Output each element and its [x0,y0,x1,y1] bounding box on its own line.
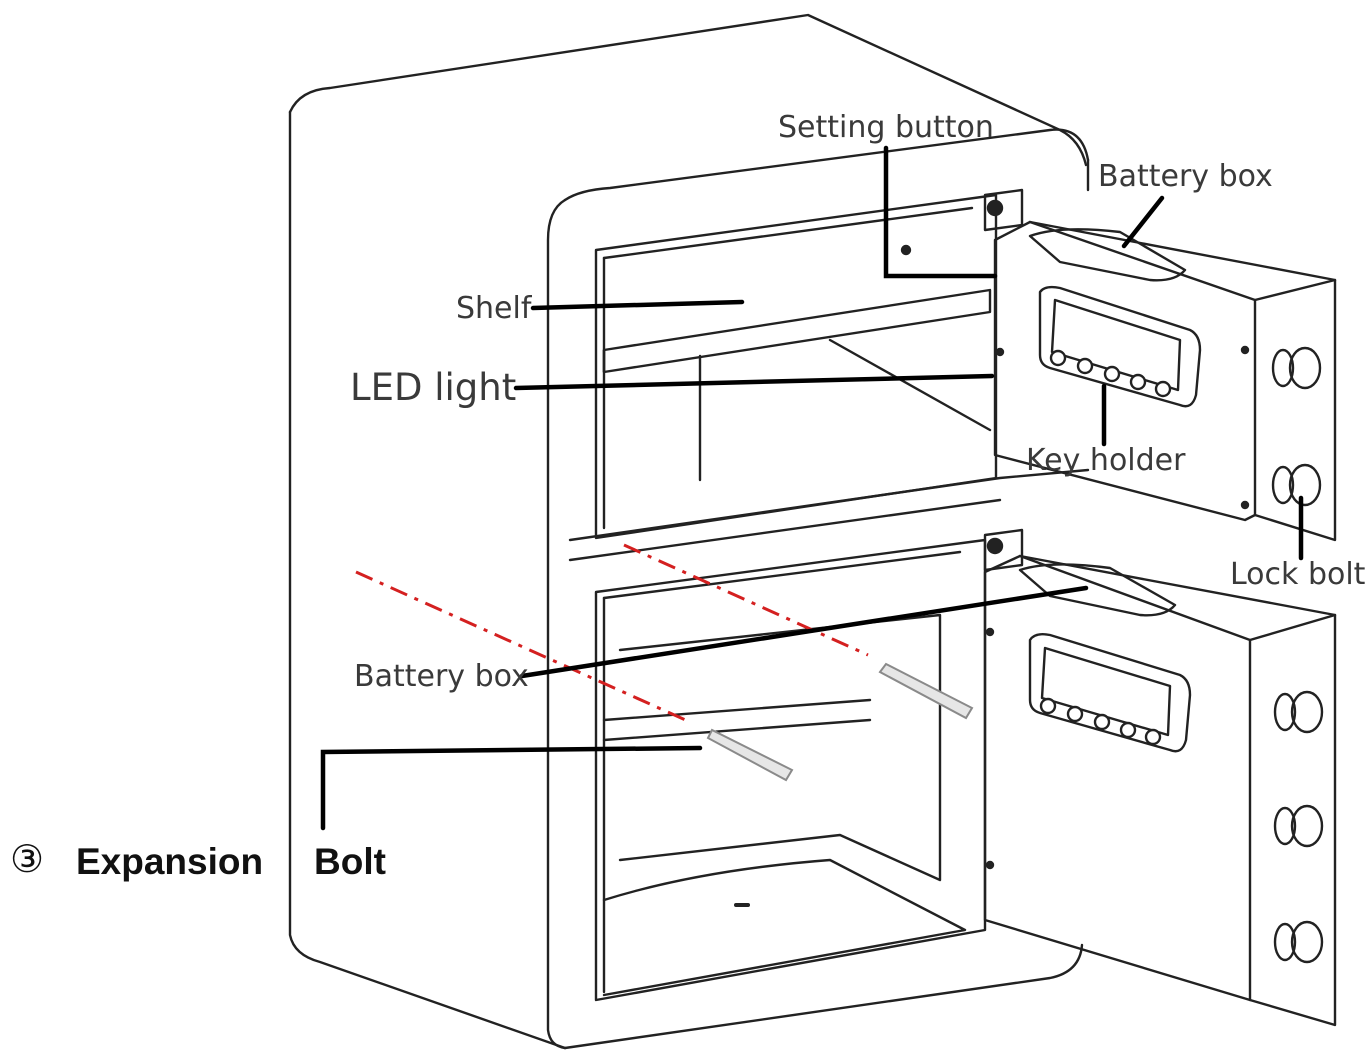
lower-keypad-buttons [1039,697,1162,746]
drill-guide-lines [355,543,869,724]
expansion-bolt-right [878,662,974,720]
label-shelf: Shelf [456,291,533,326]
leader-expansion-bolt [320,745,703,831]
label-led-light: LED light [350,366,516,409]
leader-shelf [530,299,745,311]
cabinet-top [288,13,1088,167]
upper-door-thickness [1253,278,1337,302]
label-setting-button: Setting button [778,110,994,145]
leader-lines [320,145,1304,831]
lower-keypad-screen [1040,646,1172,737]
caption-number: ③ [10,837,44,881]
cabinet-left-side [288,110,567,1050]
leader-setting-button [883,145,998,279]
lower-floor [602,858,967,997]
cabinet-front-top-edge [563,128,1090,202]
label-battery-box-bottom: Battery box [354,659,529,694]
upper-back-wall [698,338,992,482]
lower-battery-box [1018,563,1177,617]
upper-keypad-frame [1038,285,1202,408]
upper-inner-top [602,206,974,260]
lower-door-thickness [1248,613,1337,642]
lower-keypad-frame [1028,632,1192,753]
caption-title: Expansion [76,841,263,882]
upper-keypad-screen [1050,298,1182,392]
lower-door-face [983,554,1252,1002]
lower-shelf-rail [602,698,872,742]
lower-hinge [983,528,1024,572]
upper-battery-box [1028,228,1187,282]
upper-lock-bolts [1271,346,1322,507]
lower-lock-bolts [1273,690,1324,964]
upper-keypad-buttons [1049,349,1172,398]
expansion-bolt-left [706,728,794,782]
cabinet-front-left-edge [546,198,567,1050]
lower-inner-top [602,550,962,600]
cabinet-front-right-bottom [563,943,1084,1050]
leader-battery-box-bottom [519,585,1089,679]
label-key-holder: Key holder [1026,443,1186,478]
label-battery-box-top: Battery box [1098,159,1273,194]
leader-battery-box-top [1121,195,1165,249]
expansion-bolts [706,662,974,782]
caption-subtitle: Bolt [314,841,386,882]
leader-led-light [513,373,995,391]
lower-back-wall [618,613,942,882]
lower-opening [594,538,987,1002]
label-lock-bolt: Lock bolt [1230,557,1366,592]
upper-door-edge [1028,220,1337,542]
lower-door-edge [1018,554,1337,1027]
mid-divider [568,468,1090,562]
